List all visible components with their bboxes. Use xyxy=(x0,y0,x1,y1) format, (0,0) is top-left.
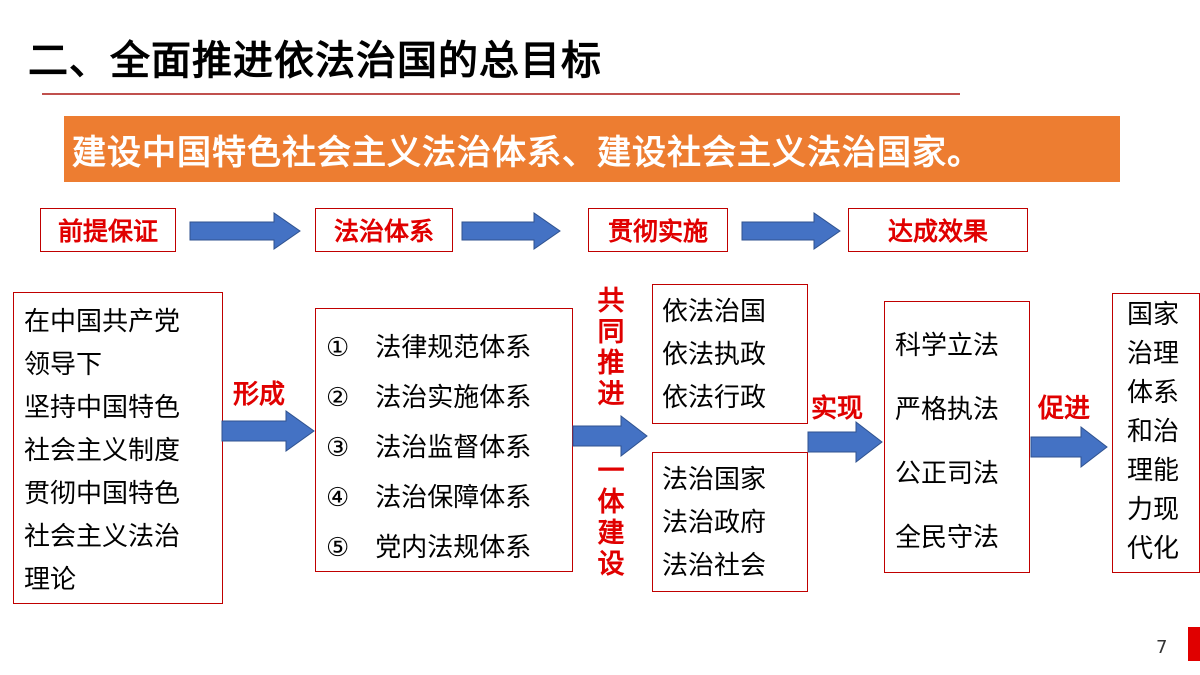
stage-premise: 前提保证 xyxy=(40,208,176,252)
stage-arrow-3 xyxy=(741,212,841,250)
title-divider xyxy=(42,93,960,95)
premise-line: 理论 xyxy=(24,565,77,595)
premise-box: 在中国共产党 领导下 坚持中国特色 社会主义制度 贯彻中国特色 社会主义法治 理… xyxy=(13,292,223,604)
page-number: 7 xyxy=(1156,637,1168,658)
premise-line: 坚持中国特色 xyxy=(24,393,181,423)
vertical-char: 设 xyxy=(597,549,625,580)
practice-item: 严格执法 xyxy=(895,395,1000,425)
stage-effect: 达成效果 xyxy=(848,208,1028,252)
system-item: ④ 法治保障体系 xyxy=(326,483,532,513)
system-item: ① 法律规范体系 xyxy=(326,333,532,363)
goal-banner: 建设中国特色社会主义法治体系、建设社会主义法治国家。 xyxy=(64,116,1120,182)
vertical-char: 建 xyxy=(597,518,625,549)
vertical-char: 同 xyxy=(597,317,625,348)
stage-arrow-1 xyxy=(189,212,301,250)
arrow-form xyxy=(221,410,315,452)
system-item: ③ 法治监督体系 xyxy=(326,433,532,463)
vertical-char: 推 xyxy=(597,348,625,379)
result-line: 代化 xyxy=(1127,534,1180,564)
result-line: 治理 xyxy=(1127,339,1180,369)
label-realize: 实现 xyxy=(811,394,864,424)
label-promote: 促进 xyxy=(1038,394,1091,424)
stage-arrow-2 xyxy=(461,212,561,250)
result-line: 和治 xyxy=(1127,417,1180,447)
governance-item: 依法行政 xyxy=(662,383,767,413)
governance-item: 依法治国 xyxy=(662,297,767,327)
vertical-char: 共 xyxy=(597,286,625,317)
systems-box: ① 法律规范体系 ② 法治实施体系 ③ 法治监督体系 ④ 法治保障体系 ⑤ 党内… xyxy=(315,308,573,572)
practice-item: 全民守法 xyxy=(895,523,1000,553)
construction-item: 法治社会 xyxy=(662,551,767,581)
result-box: 国家 治理 体系 和治 理能 力现 代化 xyxy=(1112,293,1200,573)
system-item: ⑤ 党内法规体系 xyxy=(326,533,532,563)
result-line: 理能 xyxy=(1127,456,1180,486)
vertical-char: 体 xyxy=(597,487,625,518)
page-title: 二、全面推进依法治国的总目标 xyxy=(28,38,602,84)
practice-item: 科学立法 xyxy=(895,331,1000,361)
arrow-joint xyxy=(572,414,648,458)
system-item: ② 法治实施体系 xyxy=(326,383,532,413)
premise-line: 社会主义法治 xyxy=(24,522,181,552)
practices-box: 科学立法 严格执法 公正司法 全民守法 xyxy=(884,301,1030,573)
corner-accent xyxy=(1188,627,1200,661)
result-line: 力现 xyxy=(1127,495,1180,525)
label-joint-promote: 共 同 推 进 xyxy=(596,286,626,410)
label-integrated-build: 一 体 建 设 xyxy=(596,456,626,580)
result-line: 国家 xyxy=(1127,300,1180,330)
construction-item: 法治国家 xyxy=(662,465,767,495)
premise-line: 领导下 xyxy=(24,350,103,380)
result-line: 体系 xyxy=(1127,378,1180,408)
vertical-char: 一 xyxy=(597,456,625,487)
premise-line: 社会主义制度 xyxy=(24,436,181,466)
construction-box: 法治国家 法治政府 法治社会 xyxy=(652,452,808,592)
stage-implement: 贯彻实施 xyxy=(588,208,728,252)
governance-box: 依法治国 依法执政 依法行政 xyxy=(652,284,808,424)
label-form: 形成 xyxy=(233,380,286,410)
arrow-realize xyxy=(807,420,883,464)
governance-item: 依法执政 xyxy=(662,340,767,370)
arrow-promote xyxy=(1030,425,1108,469)
premise-line: 贯彻中国特色 xyxy=(24,479,181,509)
premise-line: 在中国共产党 xyxy=(24,307,181,337)
vertical-char: 进 xyxy=(597,379,625,410)
construction-item: 法治政府 xyxy=(662,508,767,538)
stage-system: 法治体系 xyxy=(315,208,453,252)
practice-item: 公正司法 xyxy=(895,459,1000,489)
